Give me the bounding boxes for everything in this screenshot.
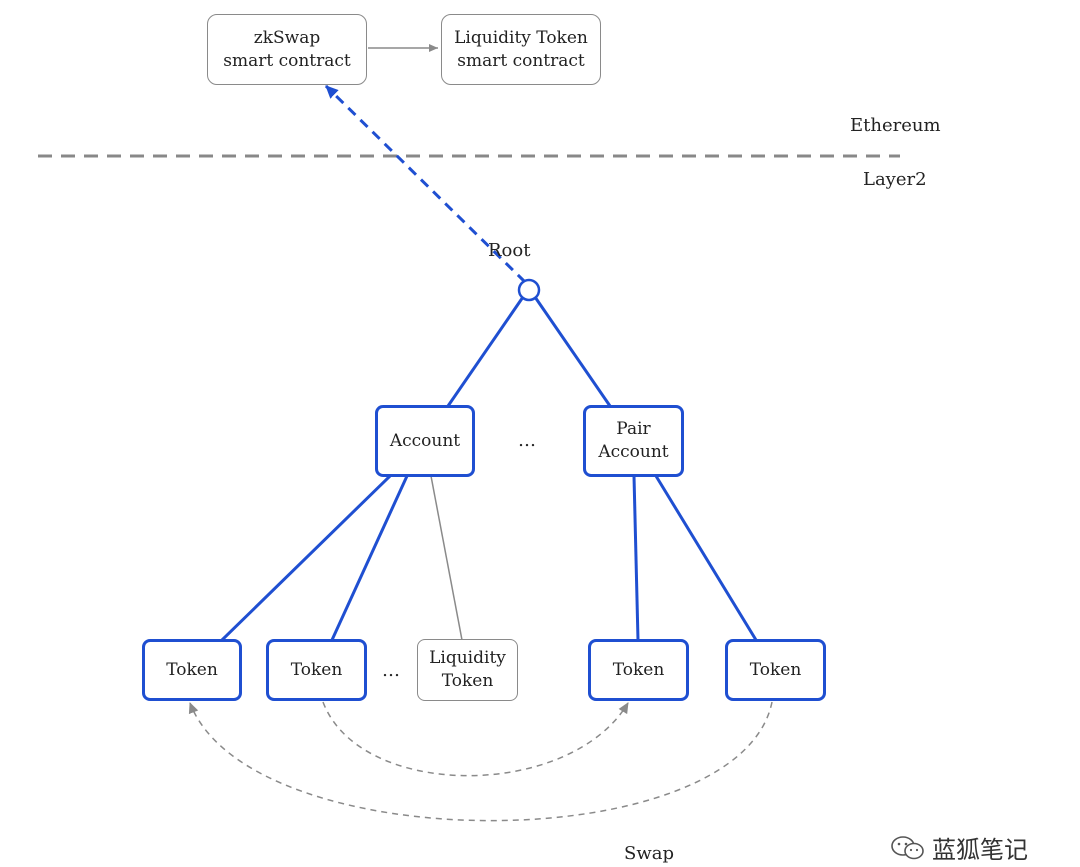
token-node-2: Token — [266, 639, 367, 701]
level2-ellipsis: … — [382, 660, 401, 681]
pair-account-line2: Account — [598, 442, 669, 462]
watermark: 蓝狐笔记 — [890, 830, 1028, 865]
token-node-2-label: Token — [290, 659, 343, 680]
pair-account-node: Pair Account — [583, 405, 684, 477]
liquidity-contract-title: Liquidity Token — [454, 27, 588, 48]
root-label: Root — [488, 240, 531, 261]
account-node-label: Account — [389, 430, 461, 451]
token-node-4-label: Token — [749, 659, 802, 680]
edge-root-account — [446, 296, 525, 407]
liquidity-token-line2: Token — [441, 671, 494, 691]
root-commit-arrow — [324, 84, 527, 284]
swap-label: Swap — [624, 843, 674, 864]
wechat-icon — [891, 835, 924, 859]
root-node — [517, 278, 541, 302]
liquidity-contract-box: Liquidity Token smart contract — [441, 14, 601, 85]
edge-account-token1 — [220, 474, 392, 642]
zkswap-contract-box: zkSwap smart contract — [207, 14, 367, 85]
zkswap-contract-subtitle: smart contract — [223, 50, 351, 71]
edge-root-pair — [533, 296, 612, 407]
token-node-3: Token — [588, 639, 689, 701]
swap-curve-outer — [188, 701, 773, 822]
liquidity-contract-subtitle: smart contract — [457, 50, 585, 71]
token-node-1: Token — [142, 639, 242, 701]
level1-ellipsis: … — [518, 430, 537, 451]
ethereum-label: Ethereum — [850, 115, 941, 136]
account-node: Account — [375, 405, 475, 477]
token-node-3-label: Token — [612, 659, 665, 680]
edge-account-token2 — [330, 475, 409, 641]
watermark-text: 蓝狐笔记 — [932, 836, 1028, 864]
token-node-4: Token — [725, 639, 826, 701]
swap-curve-inner — [322, 701, 629, 777]
liquidity-token-node: Liquidity Token — [417, 639, 518, 701]
edge-pair-token3 — [632, 475, 640, 641]
liquidity-token-line1: Liquidity — [429, 648, 506, 668]
zkswap-contract-title: zkSwap — [253, 27, 321, 48]
token-node-1-label: Token — [166, 659, 218, 680]
layer2-label: Layer2 — [863, 169, 927, 190]
pair-account-line1: Pair — [616, 419, 651, 439]
edge-pair-token4 — [654, 475, 758, 641]
edge-account-liquidity — [430, 475, 463, 641]
